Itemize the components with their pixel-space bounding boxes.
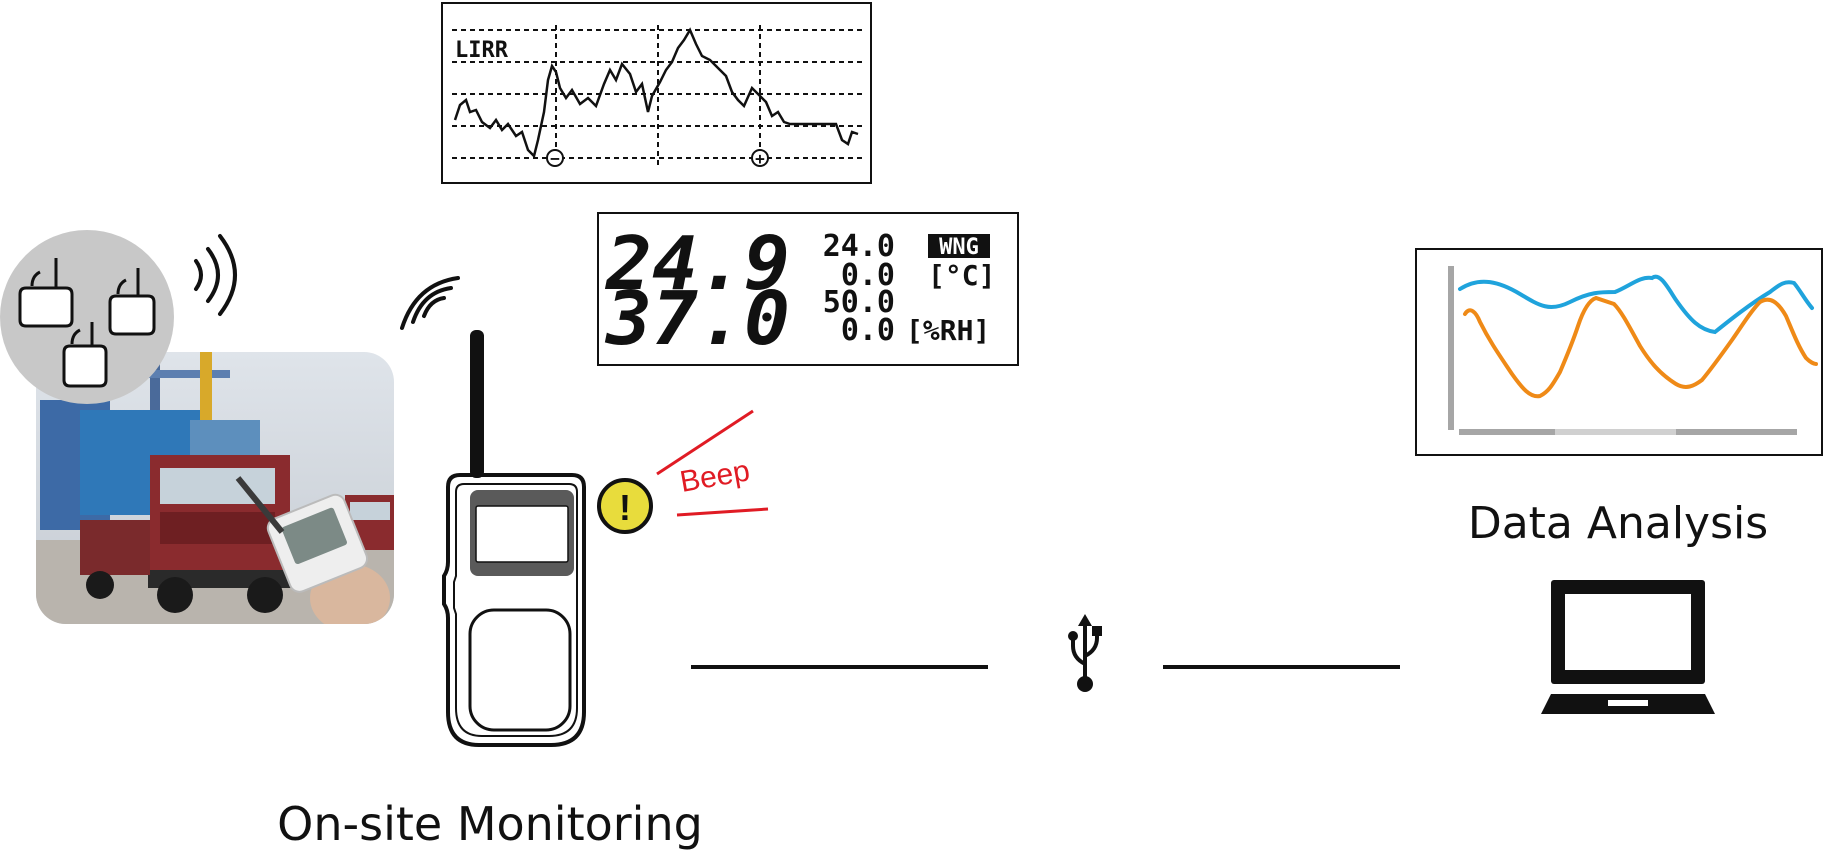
truck-photo [36,352,394,624]
graph-lcd-frame [441,2,872,184]
beep-label: Beep [677,454,752,499]
laptop-icon [1541,580,1715,714]
graph-minus-marker [546,149,564,167]
temp-lower-limit: 0.0 [841,258,895,293]
warning-badge-bg [928,234,990,258]
handheld-logger-icon [442,330,586,747]
antenna [470,330,484,478]
wifi-icon [194,234,237,316]
series-orange-line [1463,295,1818,399]
usb-icon [1068,614,1102,692]
humidity-unit: [%RH] [906,314,990,347]
alert-symbol: ! [619,487,631,528]
caption-data-analysis: Data Analysis [1468,498,1768,549]
temperature-reading: 24.9 [604,221,790,307]
temp-unit: [°C] [928,259,995,292]
sensor-bubble [0,230,174,404]
graph-lcd-trace [453,27,859,159]
series-blue-line [1458,274,1814,335]
wifi-icon [400,276,460,330]
temp-upper-limit: 24.0 [823,229,895,264]
graph-plus-marker [751,149,769,167]
sensor-tag-icon [108,268,156,336]
sensor-tag-icon [62,322,108,388]
alert-indicator: ! [597,478,653,534]
wireless-sensors-bubble [0,230,174,404]
svg-text:−: − [550,149,560,168]
svg-text:+: + [755,149,765,168]
beep-signal: Beep [656,409,769,517]
sensor-tag-icon [18,258,74,328]
graph-lcd-panel: LIRR − + [441,2,872,184]
caption-on-site: On-site Monitoring [277,797,703,851]
hum-upper-limit: 50.0 [823,285,895,320]
numeric-lcd-panel: 24.9 37.0 24.0 0.0 50.0 0.0 WNG [°C] [%R… [597,212,1019,366]
analysis-chart-frame [1415,248,1823,456]
hum-lower-limit: 0.0 [841,313,895,348]
graph-lcd-grid [452,25,862,168]
warning-badge: WNG [939,235,979,260]
analysis-chart-panel [1415,248,1823,456]
warning-icon [597,478,653,534]
humidity-reading: 37.0 [604,276,790,362]
graph-mode-label: LIRR [455,38,509,63]
